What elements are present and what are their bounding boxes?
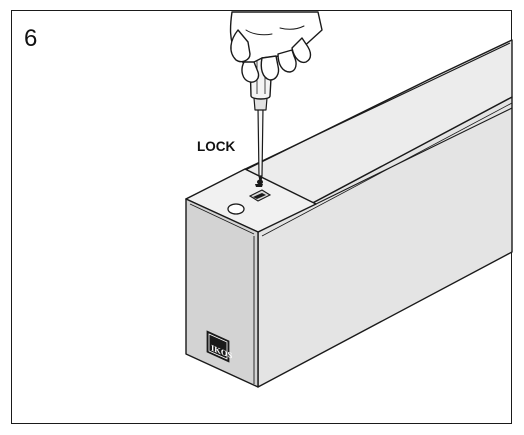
top-groove-line	[244, 42, 511, 170]
screw-icon	[248, 184, 272, 202]
front-rim	[189, 203, 255, 235]
end-cap-front	[185, 198, 259, 388]
screwdriver-shaft	[257, 107, 264, 177]
hand-finger-2	[260, 55, 280, 81]
hand-icon	[229, 11, 323, 83]
screwdriver-ferrule	[253, 97, 268, 111]
hand-finger-4	[291, 37, 312, 64]
end-cap-seam	[315, 107, 513, 205]
step-number: 6	[24, 25, 38, 52]
hand-finger-1	[241, 61, 260, 83]
side-groove-line	[261, 102, 513, 237]
end-cap-hole	[227, 203, 245, 215]
lock-label: LOCK	[197, 139, 235, 154]
screw-head	[255, 184, 263, 187]
hand-finger-3	[277, 49, 297, 73]
brand-logo: IKOS	[206, 330, 232, 363]
latch-slot	[253, 193, 266, 199]
luminaire-profile	[185, 39, 513, 388]
profile-edge-details	[189, 42, 513, 384]
hand-thumb	[230, 29, 251, 63]
